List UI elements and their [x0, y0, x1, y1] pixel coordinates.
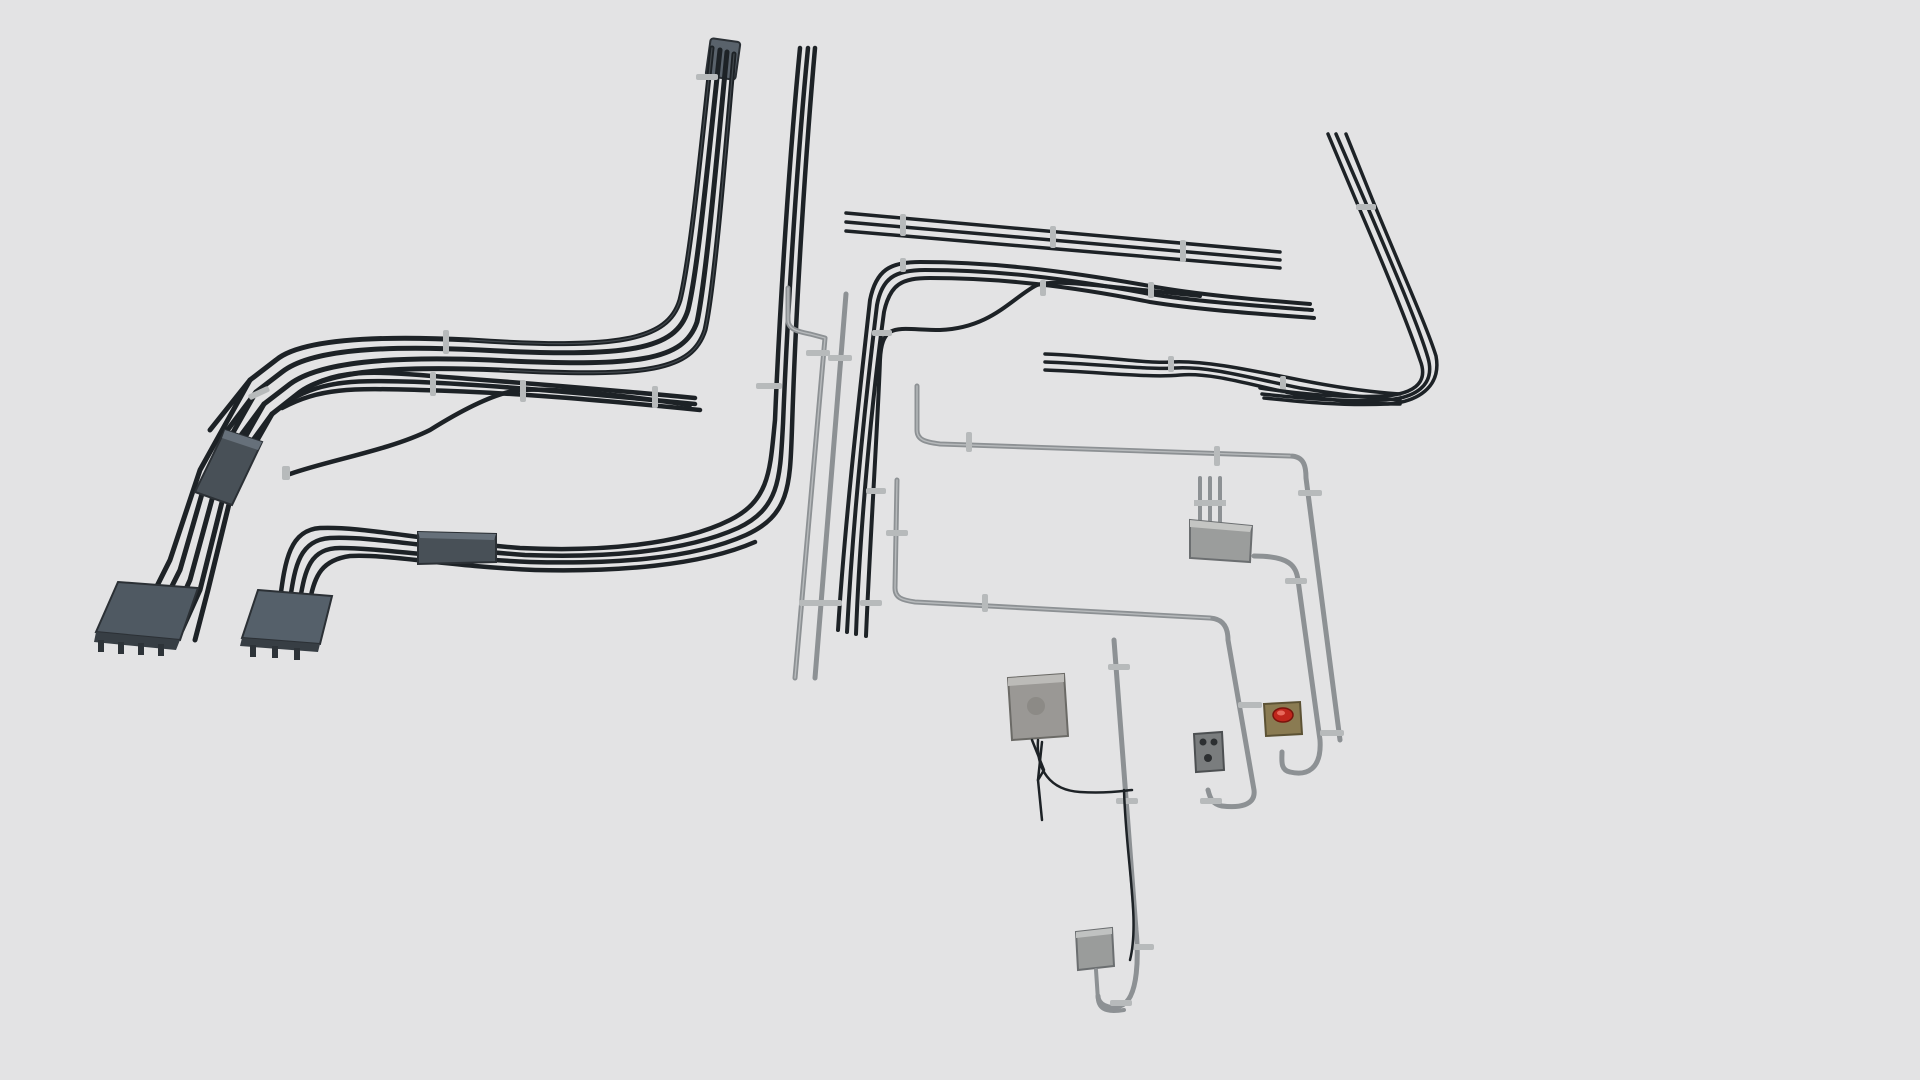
conduit-pipes: [785, 285, 1344, 1010]
cable-vertical-triple: [836, 258, 1316, 638]
outlet-box-square: [1006, 672, 1135, 962]
control-switch-double: [1192, 730, 1226, 774]
cable-bundle-junction-lower: [417, 530, 497, 566]
outlet-box-small: [1074, 926, 1126, 1013]
cable-horizontal-straight: [844, 211, 1282, 270]
cable-bundle-large: [94, 37, 818, 660]
switch-box-grey: [1189, 476, 1254, 564]
cable-bundle-junction-upper: [193, 428, 264, 507]
cable-bundle-terminal-right: [240, 588, 334, 660]
cable-bundle-terminal-left: [94, 580, 200, 656]
emergency-stop-button: [1262, 700, 1304, 738]
cable-right-bend: [1258, 132, 1439, 407]
